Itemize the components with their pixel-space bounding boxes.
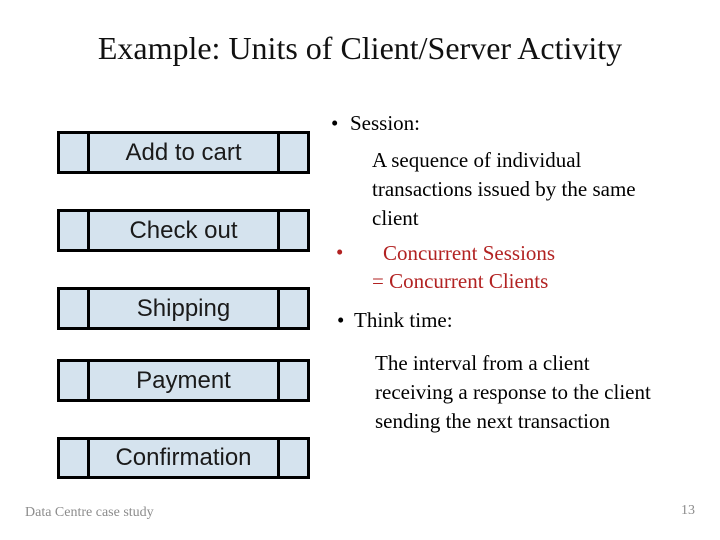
flow-box-check-out: Check out [57, 209, 310, 252]
think-time-description-line: The interval from a client [375, 351, 590, 375]
flow-box-right-cell [277, 134, 307, 171]
flow-box-label: Shipping [136, 294, 231, 322]
think-time-description: The interval from a client receiving a r… [375, 349, 651, 436]
page-number: 13 [681, 503, 695, 518]
flow-box-left-cell [60, 134, 90, 171]
flow-box-add-to-cart: Add to cart [57, 131, 310, 174]
flow-box-confirmation: Confirmation [57, 437, 310, 479]
bullet-icon: • [337, 308, 345, 332]
slide-title: Example: Units of Client/Server Activity [97, 30, 623, 66]
think-time-description-line: sending the next transaction [375, 409, 611, 433]
concurrent-clients-line: = Concurrent Clients [372, 269, 549, 293]
bullet-icon: • [336, 240, 344, 264]
session-description-line: transactions issued by the same [372, 177, 636, 201]
session-description: A sequence of individual transactions is… [372, 146, 636, 233]
flow-box-right-cell [277, 440, 307, 476]
flow-box-left-cell [60, 362, 90, 399]
flow-box-right-cell [277, 290, 307, 327]
think-time-heading: Think time: [354, 308, 453, 332]
flow-box-left-cell [60, 290, 90, 327]
bullet-icon: • [331, 111, 339, 135]
flow-box-label: Check out [129, 216, 238, 244]
flow-box-payment: Payment [57, 359, 310, 402]
flow-box-right-cell [277, 362, 307, 399]
session-description-line: A sequence of individual [372, 148, 582, 172]
think-time-description-line: receiving a response to the client [375, 380, 651, 404]
flow-box-label: Payment [136, 366, 231, 394]
flow-box-label: Add to cart [125, 138, 242, 166]
flow-box-shipping: Shipping [57, 287, 310, 330]
flow-box-right-cell [277, 212, 307, 249]
footer-label: Data Centre case study [25, 505, 154, 520]
session-description-line: client [372, 206, 419, 230]
flow-box-left-cell [60, 440, 90, 476]
flow-box-left-cell [60, 212, 90, 249]
session-heading: Session: [350, 111, 421, 135]
flow-box-label: Confirmation [115, 444, 252, 471]
concurrent-sessions-line: Concurrent Sessions [383, 241, 556, 265]
